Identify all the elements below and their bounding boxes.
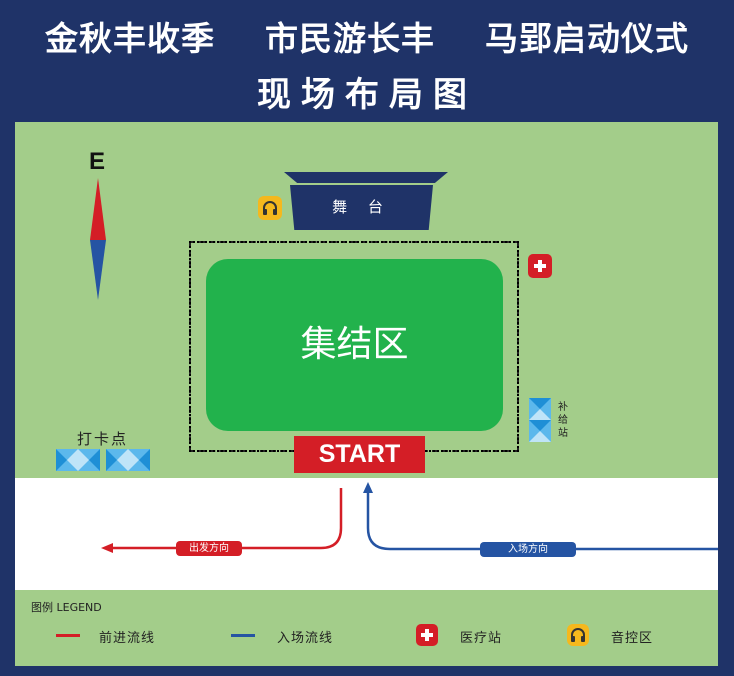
supply-station-icon [529, 398, 551, 442]
entry-direction-label: 入场方向 [480, 542, 576, 557]
assembly-area: 集结区 [206, 259, 503, 431]
supply-station-label: 补 给 站 [558, 402, 568, 439]
entry-arrow-icon [363, 482, 373, 493]
stage: 舞 台 [290, 185, 433, 230]
checkin-point-icon [56, 449, 150, 471]
legend-entry-line [231, 634, 255, 637]
title-line-2: 现场布局图 [257, 75, 477, 115]
legend-item-exit-flow: 前进流线 [99, 631, 156, 646]
headphones-icon [567, 624, 589, 646]
legend-item-entry-flow: 入场流线 [277, 631, 334, 646]
checkin-point-label: 打卡点 [77, 430, 129, 448]
legend-exit-line [56, 634, 80, 637]
exit-route-line [110, 488, 343, 550]
route-lines [101, 482, 718, 553]
legend-item-medical: 医疗站 [460, 631, 503, 646]
legend-item-audio: 音控区 [611, 631, 654, 646]
legend-title: 图例 LEGEND [31, 601, 102, 614]
medical-cross-icon [416, 624, 438, 646]
exit-arrow-icon [101, 543, 113, 553]
site-map: E 舞 台 集结区 补 给 站 打卡点 [15, 122, 718, 666]
medical-cross-icon [528, 254, 552, 278]
exit-direction-label: 出发方向 [176, 541, 242, 556]
headphones-icon [258, 196, 282, 220]
title-line-1: 金秋丰收季 市民游长丰 马郢启动仪式 [45, 19, 689, 58]
entry-route-line [366, 490, 718, 551]
stage-roof [284, 172, 448, 183]
start-banner: START [294, 436, 425, 473]
compass-needle-icon [90, 178, 106, 300]
road [15, 478, 718, 590]
compass-direction-label: E [89, 148, 106, 175]
